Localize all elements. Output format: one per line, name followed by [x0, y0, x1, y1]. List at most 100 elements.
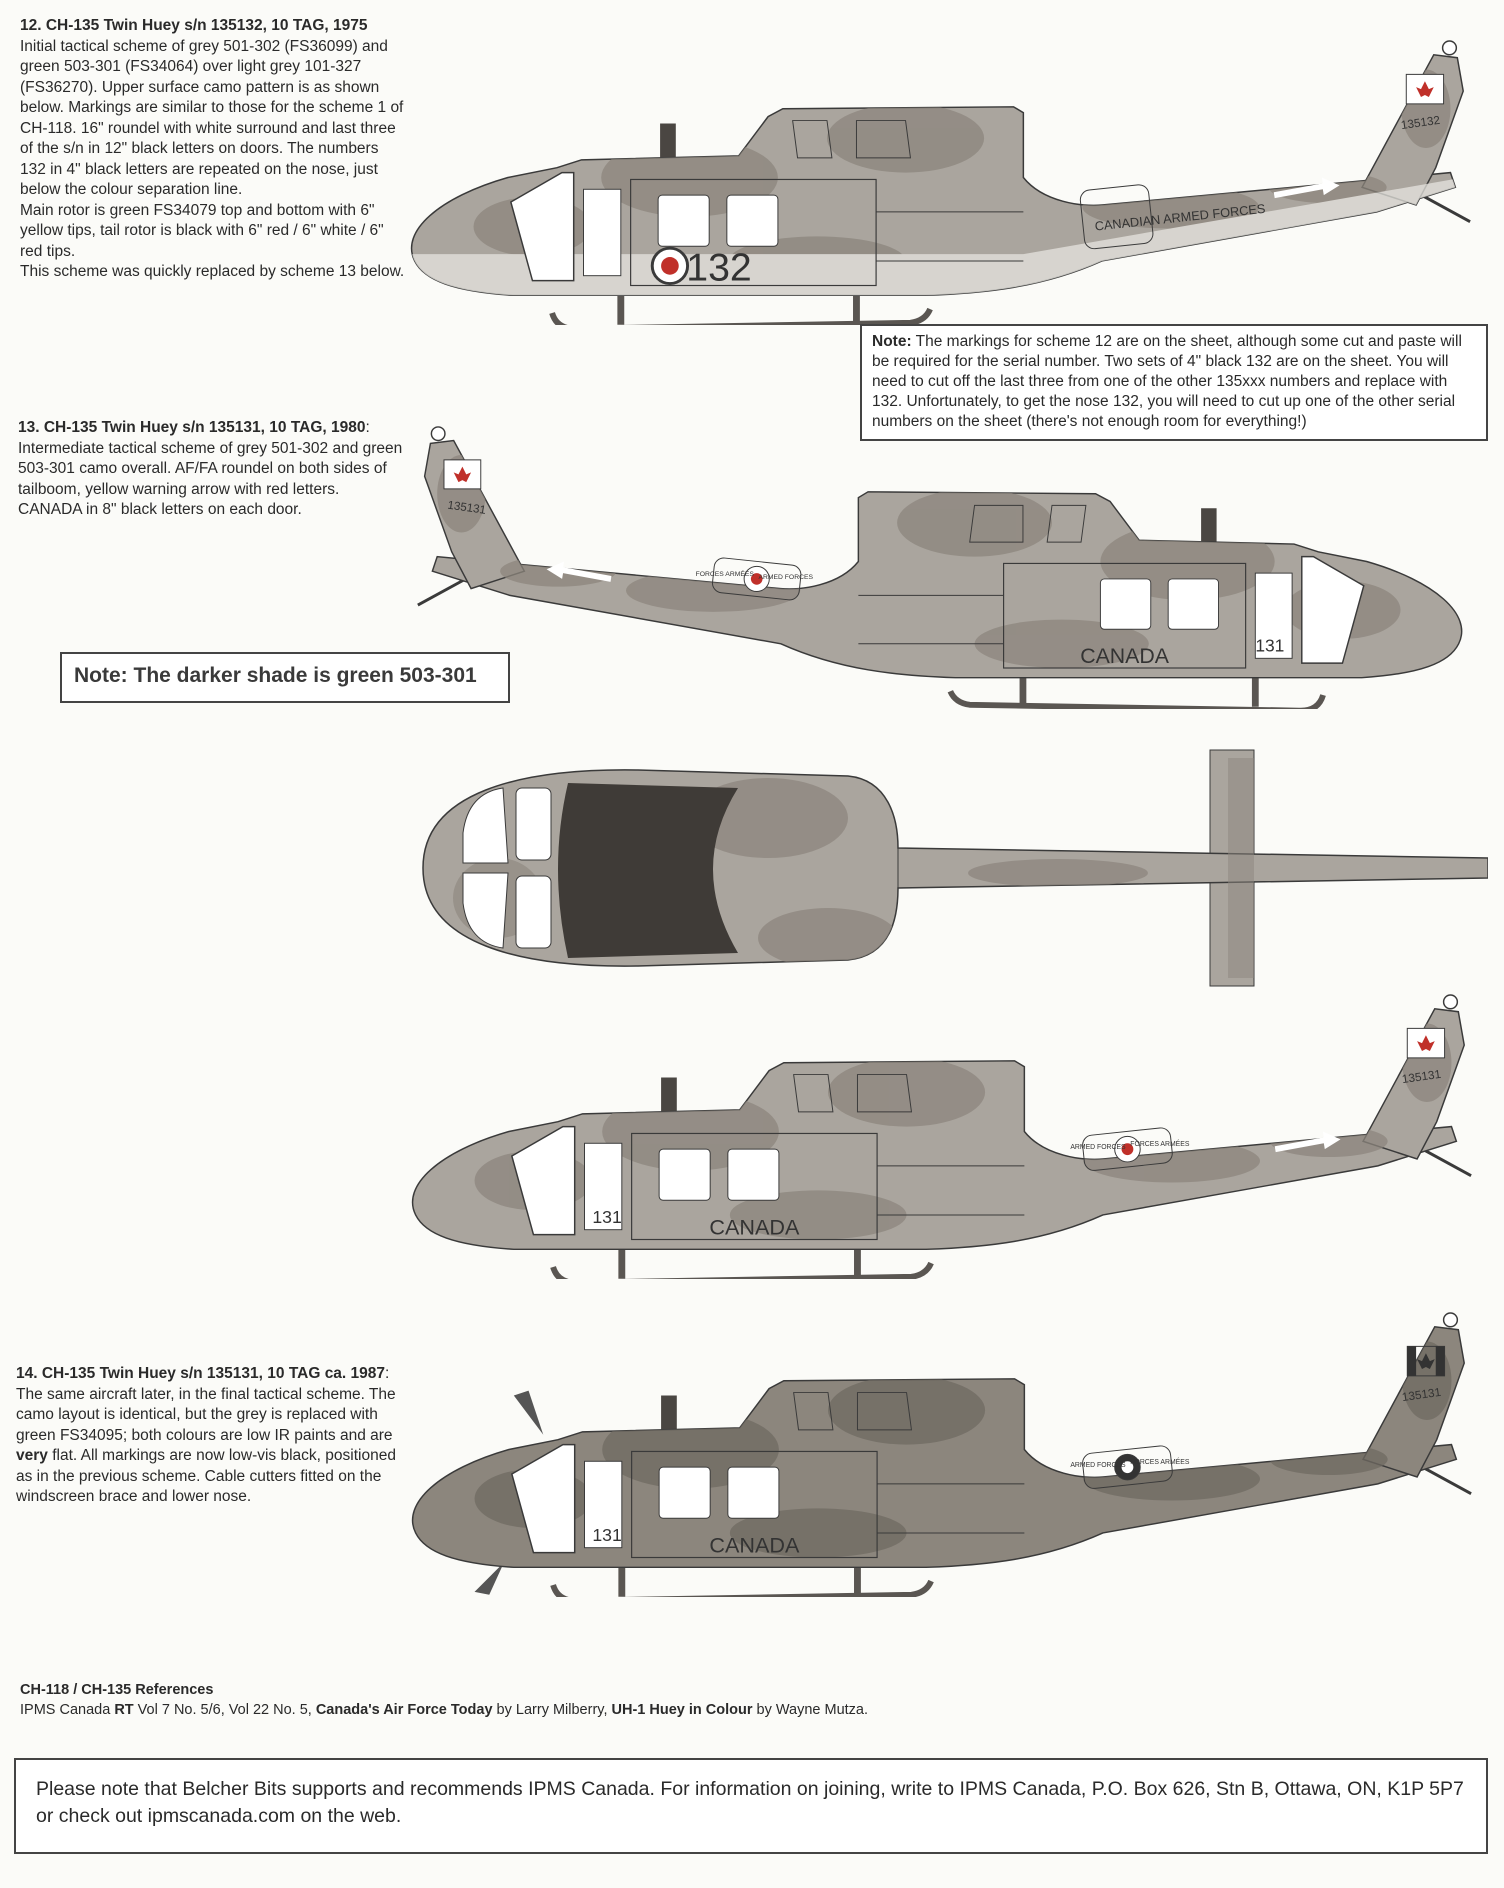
scheme-14-body-2: flat. All markings are now low-vis black…: [16, 1447, 396, 1505]
roundel-text-right: FORCES ARMÉES: [696, 569, 755, 578]
roundel-text-right: FORCES ARMÉES: [1130, 1457, 1190, 1466]
door-lettering: CANADA: [709, 1215, 800, 1240]
scheme-14-body-bold: very: [16, 1447, 48, 1464]
roundel-text-left: ARMED FORCES: [1070, 1144, 1126, 1151]
scheme-12-replaced: This scheme was quickly replaced by sche…: [20, 263, 405, 280]
top-view-drawing: [422, 749, 1489, 987]
upper-cable-cutter: [513, 1390, 544, 1435]
boom-panel: [1079, 184, 1154, 250]
reference-part-bold: UH-1 Huey in Colour: [611, 1702, 753, 1718]
windshield: [509, 171, 575, 282]
scheme13-drawing: CANADA 131 ARMED FORCES FORCES ARMÉES 135131: [411, 994, 1472, 1286]
upper-window: [856, 1392, 913, 1431]
upper-window: [792, 120, 833, 159]
cabin-door: [631, 1450, 878, 1559]
windshield: [510, 1443, 576, 1554]
upper-window: [855, 120, 912, 159]
rotor-mast: [1201, 508, 1217, 552]
upper-window: [1046, 504, 1087, 543]
helicopter-scheme-14-side-view: CANADA 131 ARMED FORCES FORCES ARMÉES 135131: [396, 1302, 1476, 1604]
scheme-13-description: 13. CH-135 Twin Huey s/n 135131, 10 TAG,…: [18, 418, 403, 521]
darker-shade-note: Note: The darker shade is green 503-301: [60, 652, 510, 703]
door-window: [1099, 578, 1152, 630]
lower-cable-cutter: [474, 1562, 504, 1595]
fin-tip-light: [430, 426, 446, 442]
reference-part-bold: Canada's Air Force Today: [315, 1702, 493, 1718]
roundel-text-right: FORCES ARMÉES: [1130, 1139, 1190, 1148]
rotor-mast: [661, 1395, 677, 1440]
roundel-panel: [712, 557, 802, 601]
roundel-text-left: ARMED FORCES: [1070, 1462, 1126, 1469]
nose-number: 131: [592, 1207, 621, 1227]
fin-tip-light: [1441, 40, 1458, 56]
door-window: [658, 1466, 711, 1519]
roundel-text-left: ARMED FORCES: [758, 574, 813, 581]
upper-window: [793, 1074, 834, 1113]
fin-serial: 135131: [1401, 1068, 1442, 1086]
ipms-footer-note: Please note that Belcher Bits supports a…: [14, 1758, 1488, 1854]
fin-serial: 135132: [1400, 114, 1441, 132]
cockpit-windows: [462, 787, 552, 949]
nose-number: 131: [1255, 636, 1284, 656]
nose-number: 131: [592, 1525, 621, 1545]
rotor-mast: [661, 1077, 677, 1122]
scheme-14-body-1: : The same aircraft later, in the final …: [16, 1365, 396, 1444]
reference-part-bold: RT: [114, 1702, 134, 1718]
door-lettering: CANADA: [709, 1533, 800, 1558]
upper-window: [969, 504, 1024, 543]
scheme-14-description: 14. CH-135 Twin Huey s/n 135131, 10 TAG …: [16, 1364, 401, 1508]
upper-window: [856, 1074, 913, 1113]
references-title: CH-118 / CH-135 References: [20, 1682, 214, 1698]
fin-serial: 135131: [1401, 1386, 1442, 1404]
helicopter-scheme-13-side-view-left: CANADA 131 ARMED FORCES FORCES ARMÉES 135131: [396, 984, 1476, 1286]
fuselage: [431, 491, 1463, 679]
reference-part: by Wayne Mutza.: [752, 1702, 869, 1718]
door-window: [727, 1466, 780, 1519]
door-window: [657, 194, 710, 247]
scheme14-drawing: CANADA 131 ARMED FORCES FORCES ARMÉES 135131: [411, 1312, 1472, 1604]
door-window: [658, 1148, 711, 1201]
door-window: [726, 194, 779, 247]
dark-upper-area: [558, 783, 738, 958]
roundel-panel: [1082, 1445, 1173, 1489]
cabin-door: [631, 1132, 878, 1241]
note-text: The markings for scheme 12 are on the sh…: [872, 333, 1462, 430]
door-number: 132: [686, 246, 752, 290]
maple-leaf-icon: [1417, 1035, 1435, 1051]
references: CH-118 / CH-135 References IPMS Canada R…: [20, 1680, 868, 1720]
scheme-12-description: 12. CH-135 Twin Huey s/n 135132, 10 TAG,…: [20, 16, 405, 283]
front-door-window: [1254, 572, 1293, 659]
front-door-window: [584, 1460, 623, 1549]
upper-window: [793, 1392, 834, 1431]
cabin-door: [630, 178, 877, 287]
note-label: Note:: [872, 333, 912, 350]
windshield: [1301, 555, 1365, 664]
door-lettering: CANADA: [1080, 644, 1170, 668]
front-door-window: [583, 188, 622, 277]
scheme-14-title: 14. CH-135 Twin Huey s/n 135131, 10 TAG …: [16, 1365, 386, 1382]
door-window: [1167, 578, 1220, 630]
scheme-12-markings-note: Note: The markings for scheme 12 are on …: [860, 324, 1488, 441]
fin-tip-light: [1442, 994, 1459, 1010]
windshield: [510, 1125, 576, 1236]
maple-leaf-icon: [1416, 81, 1434, 97]
reference-part: by Larry Milberry,: [492, 1702, 612, 1718]
scheme-13-title: 13. CH-135 Twin Huey s/n 135131, 10 TAG,…: [18, 419, 366, 436]
fin-tip-light: [1442, 1312, 1459, 1328]
door-window: [727, 1148, 780, 1201]
maple-leaf-icon: [1417, 1353, 1435, 1369]
scheme-12-body: Initial tactical scheme of grey 501-302 …: [20, 37, 404, 199]
scheme-13-body: : Intermediate tactical scheme of grey 5…: [18, 419, 403, 518]
warning-arrow-icon: [1273, 177, 1340, 199]
reference-part: Vol 7 No. 5/6, Vol 22 No. 5,: [133, 1702, 316, 1718]
roundel-leaf: [661, 257, 679, 275]
camouflage-pattern: [437, 455, 1401, 668]
front-door-window: [584, 1142, 623, 1231]
reference-part: IPMS Canada: [20, 1702, 115, 1718]
warning-arrow-icon: [1274, 1131, 1341, 1153]
roundel-panel: [1082, 1127, 1173, 1171]
scheme-12-title: 12. CH-135 Twin Huey s/n 135132, 10 TAG,…: [20, 17, 368, 34]
